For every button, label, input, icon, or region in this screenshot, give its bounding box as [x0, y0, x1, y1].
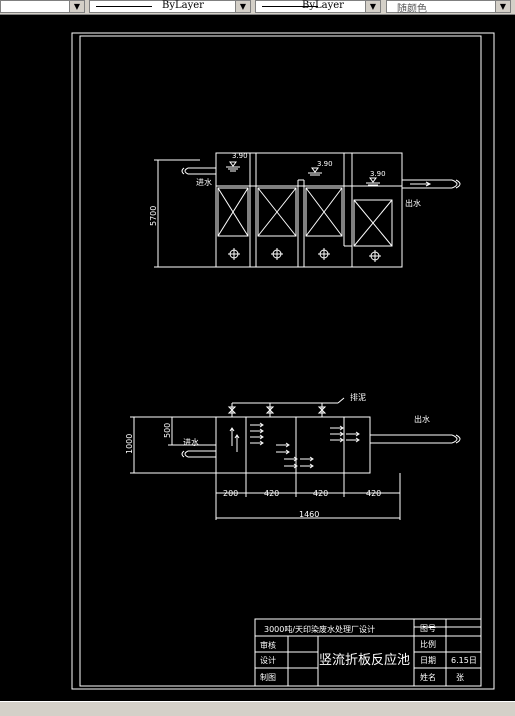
chevron-down-icon[interactable]: ▼: [495, 1, 510, 12]
linetype-preview: [96, 6, 152, 7]
water-level-label: 3.90: [232, 152, 248, 160]
color-combo[interactable]: 随颜色 ▼: [386, 0, 511, 15]
linetype-combo[interactable]: ByLayer ▼: [89, 0, 251, 13]
plan-tank-outline: [215, 416, 371, 474]
drawing-no-label: 图号: [420, 624, 436, 633]
chevron-down-icon[interactable]: ▼: [365, 1, 380, 12]
status-bar: [0, 701, 515, 716]
title-block: [254, 618, 482, 687]
date-label: 日期: [420, 656, 436, 665]
review-label: 审核: [260, 640, 276, 650]
valve-icon: [227, 406, 237, 414]
drawing-label: 制图: [260, 672, 276, 682]
date-value: 6.15日: [451, 656, 477, 665]
drawing-title: 竖流折板反应池: [319, 652, 410, 668]
name-label: 姓名: [420, 672, 436, 682]
plan-outlet-label: 出水: [414, 414, 430, 424]
plan-view: [130, 397, 461, 520]
valve-icon: [265, 406, 275, 414]
design-label: 设计: [260, 655, 276, 665]
chevron-down-icon[interactable]: ▼: [235, 1, 250, 12]
water-level-icon: [308, 167, 322, 176]
scale-label: 比例: [420, 639, 436, 649]
elevation-view: [154, 152, 461, 268]
plan-width-dim: 420: [313, 489, 328, 498]
properties-toolbar: ▼ ByLayer ▼ ByLayer ▼ 随颜色 ▼: [0, 0, 515, 15]
elevation-height-dim: 5700: [149, 206, 158, 226]
valve-icon: [318, 248, 330, 260]
layer-combo[interactable]: ▼: [0, 0, 85, 13]
plan-inlet-label: 进水: [183, 437, 199, 447]
plan-width-dim: 420: [264, 489, 279, 498]
chevron-down-icon[interactable]: ▼: [69, 1, 84, 12]
lineweight-combo[interactable]: ByLayer ▼: [255, 0, 381, 13]
valve-icon: [228, 248, 240, 260]
outer-border: [71, 32, 495, 690]
valve-icon: [369, 250, 381, 262]
plan-height-dim: 1000: [125, 434, 134, 454]
plan-sludge-label: 排泥: [350, 392, 366, 402]
project-title: 3000吨/天印染废水处理厂设计: [264, 624, 375, 634]
valve-icon: [271, 248, 283, 260]
water-level-icon: [366, 177, 380, 186]
color-value: 随颜色: [397, 4, 427, 15]
water-level-label: 3.90: [370, 170, 386, 178]
plan-width-dim: 420: [366, 489, 381, 498]
tank-outline: [215, 152, 403, 268]
inner-border: [79, 35, 482, 687]
name-value: 张: [456, 673, 464, 682]
cad-drawing: 3.90 3.90 3.90 进水 出水 5700: [71, 32, 495, 690]
elevation-outlet-label: 出水: [405, 198, 421, 208]
plan-width-dim: 200: [223, 489, 238, 498]
elevation-inlet-label: 进水: [196, 177, 212, 187]
linetype-value: ByLayer: [162, 0, 204, 11]
water-level-icon: [226, 161, 240, 172]
plan-total-dim: 1460: [299, 510, 319, 519]
plan-height-dim: 500: [163, 423, 172, 438]
drawing-canvas[interactable]: 3.90 3.90 3.90 进水 出水 5700: [0, 15, 515, 701]
water-level-label: 3.90: [317, 160, 333, 168]
lineweight-value: ByLayer: [302, 0, 344, 11]
valve-icon: [317, 406, 327, 414]
lineweight-preview: [262, 6, 318, 7]
